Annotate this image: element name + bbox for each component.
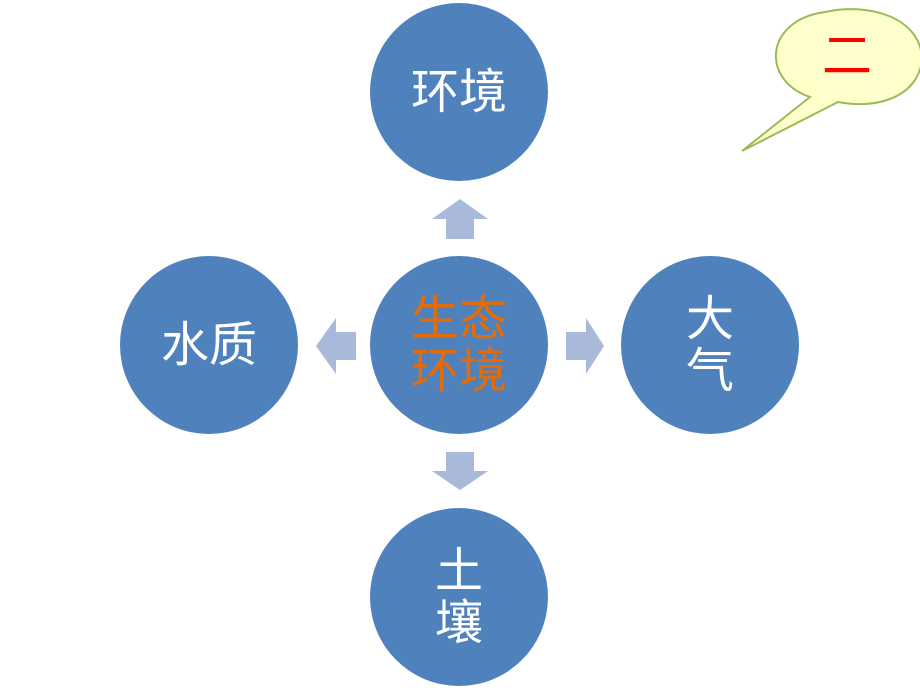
callout-bubble <box>741 8 920 152</box>
arrow-right-icon <box>566 318 604 374</box>
node-center-line1: 生态 <box>410 291 507 347</box>
node-water-quality: 水质 <box>120 256 298 434</box>
arrow-up-icon <box>432 199 488 239</box>
node-soil: 土 壤 <box>370 508 548 686</box>
node-atmosphere-line2: 气 <box>685 343 734 399</box>
node-soil-line1: 土 <box>434 543 483 599</box>
arrow-left-icon <box>316 318 356 374</box>
node-atmosphere-line1: 大 <box>685 291 734 347</box>
node-soil-line2: 壤 <box>434 595 483 651</box>
node-center-line2: 环境 <box>410 343 507 399</box>
node-environment: 环境 <box>370 3 548 181</box>
node-atmosphere: 大 气 <box>621 256 799 434</box>
callout-label: 二 <box>822 27 872 85</box>
node-environment-label: 环境 <box>410 64 507 120</box>
node-ecological-environment: 生态 环境 <box>370 256 548 434</box>
arrow-down-icon <box>432 452 488 490</box>
node-water-quality-label: 水质 <box>160 317 257 373</box>
